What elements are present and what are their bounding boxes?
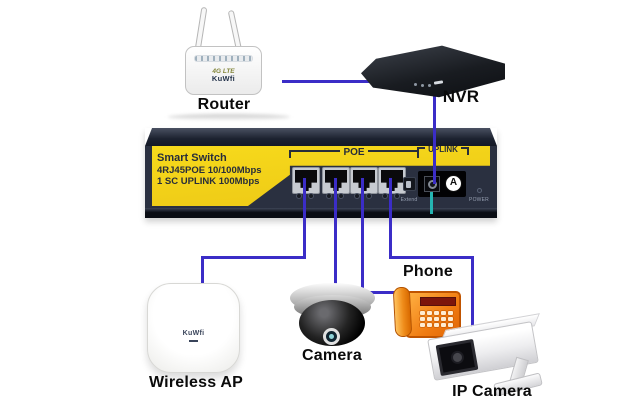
uplink-a-badge: A (445, 175, 462, 192)
camera-lens-icon (323, 328, 340, 345)
cable-router-nvr (282, 80, 370, 83)
sc-fiber-hole-icon (424, 176, 440, 192)
ap-logo-dash (189, 340, 198, 342)
phone-label: Phone (403, 263, 453, 280)
port-led-icon (308, 193, 314, 199)
nvr-led-icon (421, 84, 424, 87)
ap-logo: KuWfi (182, 330, 205, 337)
poe-port-4 (378, 167, 406, 194)
nvr-device (358, 42, 508, 102)
port-led-icon (296, 193, 302, 199)
poe-port-1 (292, 167, 320, 194)
cable-port4-ipcam-v2 (471, 256, 474, 330)
cable-uplink-teal-segment (430, 192, 433, 214)
rj45-jack-icon (381, 170, 403, 191)
router-shadow (168, 114, 290, 120)
poe-section-bracket: POE (289, 147, 419, 158)
rj45-jack-icon (353, 170, 375, 191)
cable-port3-phone-v (361, 178, 364, 294)
router-logo-brand: KuWfi (211, 74, 236, 84)
router-device: 4G LTE KuWfi (185, 46, 262, 95)
cable-port1-ap-v1 (303, 178, 306, 259)
phone-keypad (420, 311, 453, 327)
poe-switch-device: Smart Switch 4RJ45POE 10/100Mbps 1 SC UP… (145, 128, 497, 218)
switch-bottom-edge (145, 208, 497, 218)
cable-port3-phone-h (361, 291, 400, 294)
port-led-icon (338, 193, 344, 199)
camera-label: Camera (302, 347, 362, 364)
nvr-label: NVR (442, 87, 480, 106)
cable-port4-ipcam-v1 (389, 178, 392, 259)
nvr-led-icon (414, 83, 417, 86)
wireless-ap-device: KuWfi (147, 283, 240, 373)
phone-handset-icon (392, 286, 413, 338)
switch-top-bevel (145, 128, 497, 146)
sc-uplink-port: A (418, 171, 466, 197)
cable-nvr-uplink (433, 96, 436, 184)
port-led-icon (326, 193, 332, 199)
cable-port2-camera (334, 178, 337, 291)
cable-port1-ap-h (201, 256, 306, 259)
router-label: Router (197, 96, 251, 113)
uplink-section-label: UPLINK (428, 145, 458, 154)
router-logo: 4G LTE KuWfi (186, 68, 261, 83)
router-logo-4g: 4G LTE (212, 68, 235, 75)
uplink-section-bracket: UPLINK (417, 145, 469, 155)
rj45-jack-icon (295, 170, 317, 191)
phone-screen (420, 297, 456, 306)
poe-section-label: POE (343, 147, 365, 158)
dip-switch (403, 177, 416, 191)
port-led-icon (366, 193, 372, 199)
poe-port-3 (350, 167, 378, 194)
ip-camera-label: IP Camera (452, 383, 532, 400)
port-led-icon (394, 193, 400, 199)
cable-port1-ap-v2 (201, 256, 204, 287)
power-label: POWER (469, 197, 489, 203)
port-led-icon (354, 193, 360, 199)
switch-name: Smart Switch (157, 152, 227, 164)
switch-model-text: Smart Switch 4RJ45POE 10/100Mbps 1 SC UP… (157, 152, 262, 187)
wireless-ap-label: Wireless AP (149, 374, 243, 391)
ip-camera-lens-icon (435, 338, 479, 377)
switch-spec-poe: 4RJ45POE 10/100Mbps (157, 164, 262, 176)
cable-port4-ipcam-h (389, 256, 474, 259)
ip-phone-device (405, 291, 461, 338)
power-led-icon (477, 188, 482, 193)
router-led-strip (194, 55, 253, 62)
router-antenna-left-icon (194, 6, 208, 52)
switch-spec-uplink: 1 SC UPLINK 100Mbps (157, 176, 260, 188)
port-led-icon (382, 193, 388, 199)
nvr-led-icon (428, 84, 431, 87)
dip-switch-label: Extend (400, 197, 418, 203)
